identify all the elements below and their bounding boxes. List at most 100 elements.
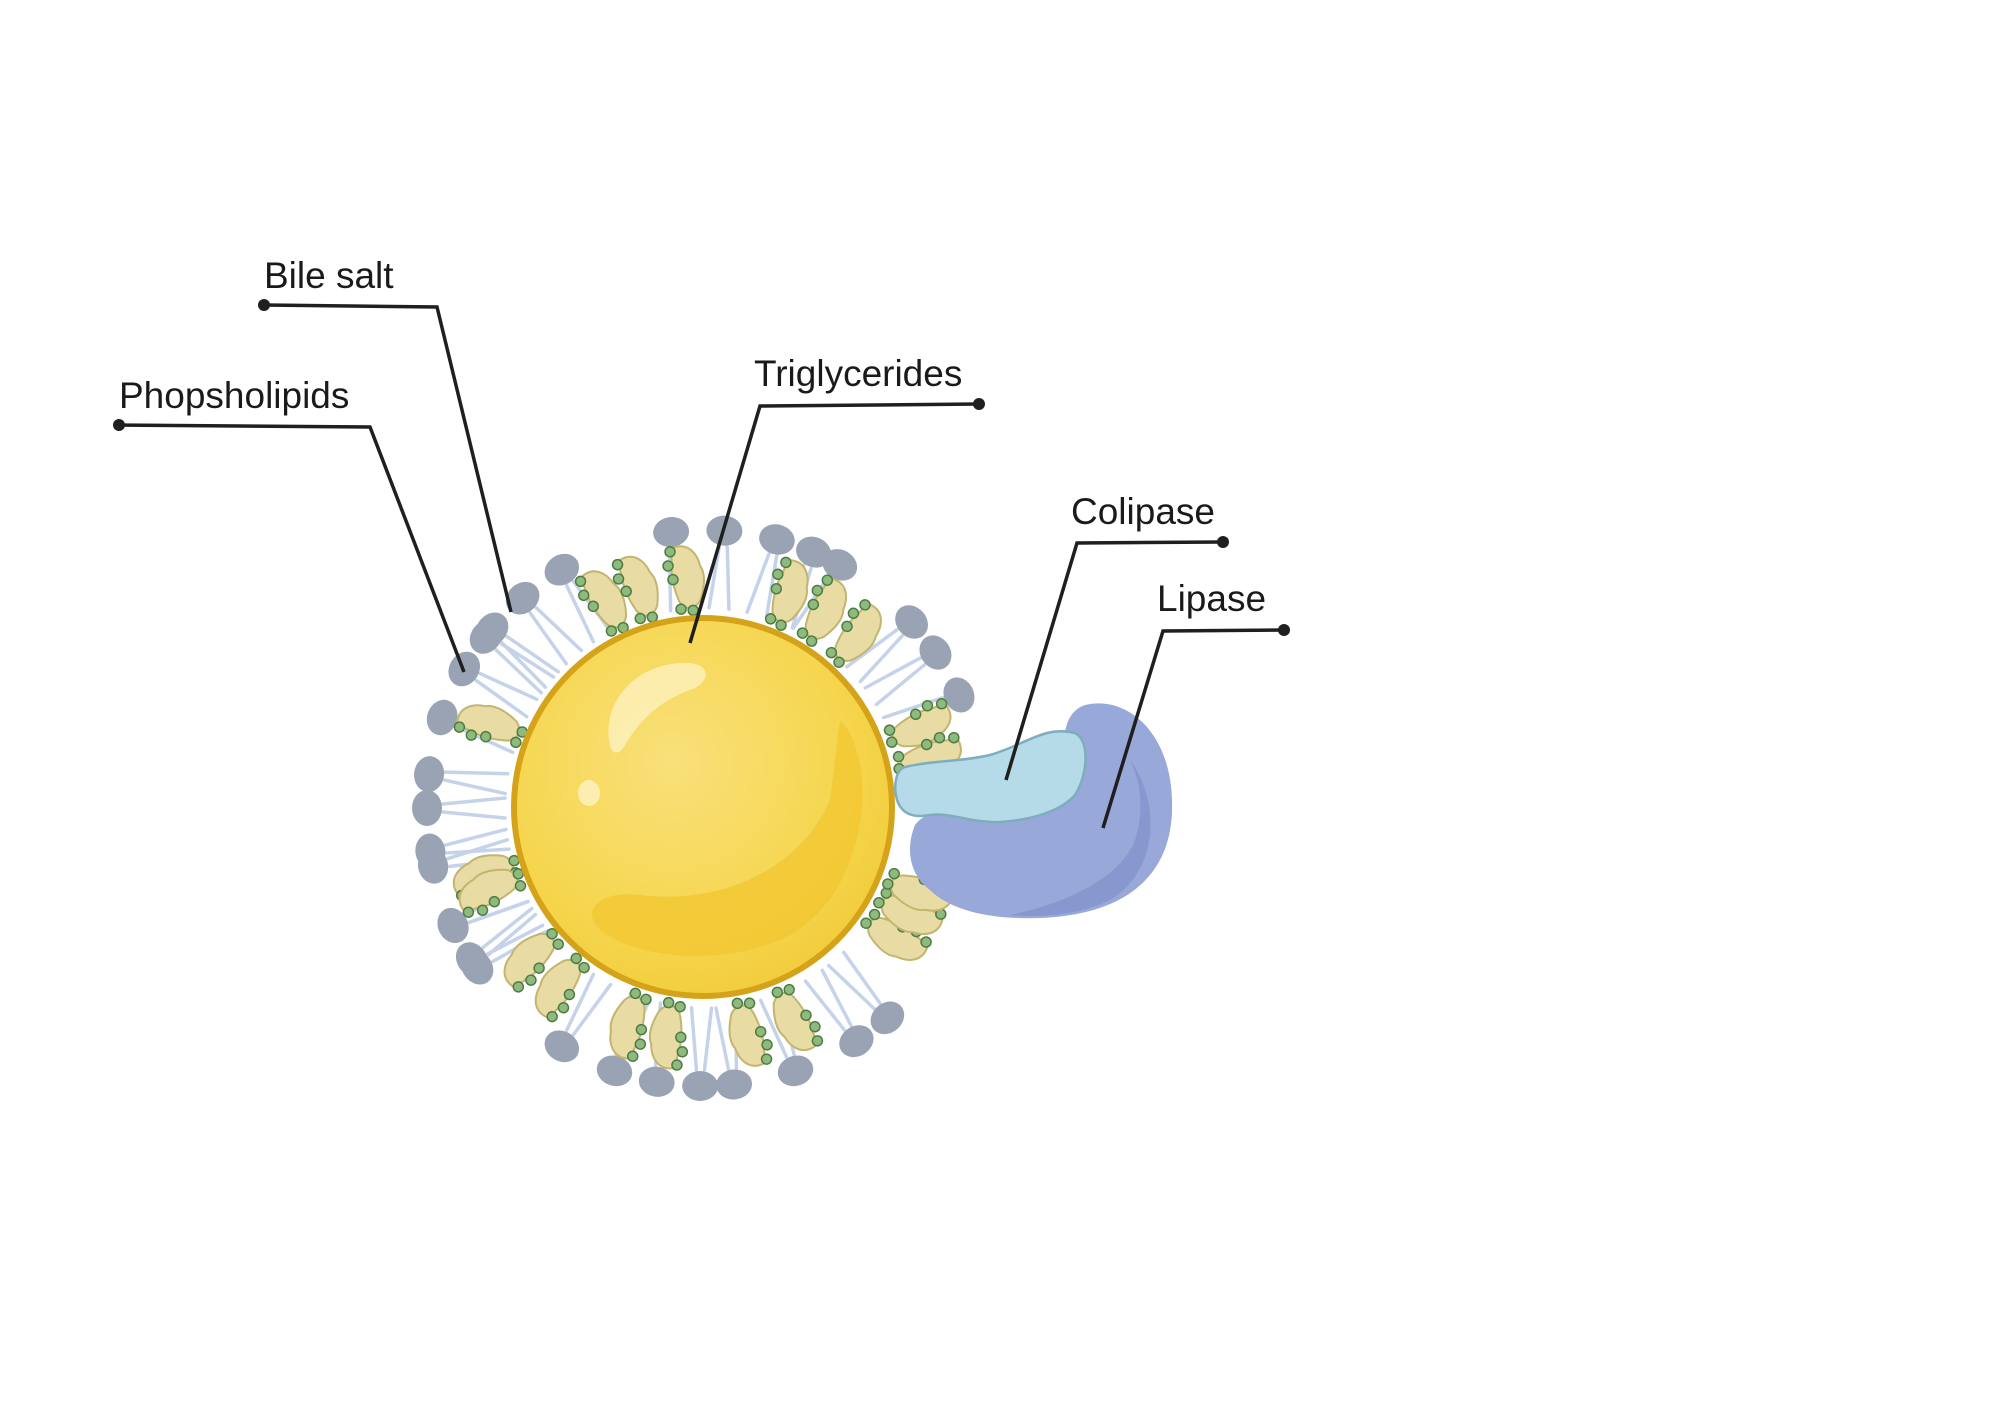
phospholipid-tail [443,770,510,776]
bile-salt-molecule [534,952,590,1023]
phospholipid-tail [803,979,847,1032]
phospholipid-head [943,677,975,713]
bile-salt-bead [667,573,679,586]
bile-salt-bead [674,1000,686,1013]
bile-salt-bead [921,700,934,712]
phospholipid-tail [442,778,508,796]
bile-salt-bead [770,583,783,595]
phospholipid-tail [689,1006,699,1072]
bile-salt-molecule [611,555,659,625]
bile-salt-bead [783,983,795,996]
colipase-label: Colipase [1071,491,1215,532]
bile-salt-bead [883,724,896,736]
triglycerides-leader-dot [973,398,985,410]
bile-salt-bead [465,729,478,741]
phospholipid-head [653,517,690,548]
phospholipid-head [544,553,580,586]
lipase-label: Lipase [1157,578,1266,619]
bile-salt-bead [510,736,522,749]
bile-salt-leader-dot [258,299,270,311]
bile-salt-bead [885,736,898,748]
bile-salt-bead [882,878,894,890]
bile-salt-bead [811,584,824,597]
bile-salt-bead [847,607,860,620]
phospholipid-head [475,612,509,647]
phospholipid-head [461,950,494,985]
bile-salt-molecule [609,987,652,1063]
bile-salt-bead [605,625,618,637]
bile-salt-bead [533,962,545,974]
bile-salt-bead [675,1031,687,1044]
bile-salt-molecule [728,997,773,1067]
phospholipid-tail [707,544,722,610]
phospholipids-label: Phopsholipids [119,375,349,416]
bile-salt-bead [662,996,675,1009]
bile-salt-molecule [796,574,848,647]
bile-salt-bead [868,908,881,921]
bile-salt-bead [764,613,777,625]
phospholipid-head [544,1030,580,1063]
bile-salt-bead [662,560,674,572]
bile-salt-bead [771,986,784,999]
bile-salt-bead [626,1050,639,1063]
phospholipid-head [822,549,858,581]
phospholipid-tail [745,552,771,614]
phospholipid-tail [443,827,508,847]
bile-salt-bead [612,573,625,585]
bile-salt-molecule [458,868,527,918]
phospholipid-tail [441,796,507,806]
phospholipid-tail [820,968,853,1028]
bile-salt-bead [892,750,905,763]
bile-salt-bead [796,627,809,639]
bile-salt-bead [570,952,582,965]
bile-salt-bead [675,603,687,615]
bile-salt-bead [635,1023,648,1036]
phospholipid-tail [441,810,507,820]
phospholipid-head [596,1055,633,1087]
bile-salt-bead [800,1009,812,1022]
bile-salt-bead [611,558,624,571]
bile-salt-bead [920,738,933,751]
phospholipid-tail [564,583,596,644]
phospholipid-head [682,1070,719,1101]
bile-salt-bead [809,1020,821,1033]
bile-salt-bead [462,906,475,918]
phospholipid-tail [758,998,789,1059]
bile-salt-bead [676,1046,689,1058]
bile-salt-bead [574,575,587,588]
bile-salt-bead [833,656,845,668]
colipase-leader-dot [1217,536,1229,548]
bile-salt-bead [546,927,558,940]
phospholipid-tail [725,545,731,611]
bile-salt-molecule [574,570,629,637]
phospholipid-head [412,790,442,826]
phospholipid-tail [499,640,548,689]
triglycerides-label: Triglycerides [754,353,962,394]
phospholipid-head [759,524,795,555]
phospholipid-head [839,1025,874,1058]
bile-salt-bead [760,1053,773,1065]
bile-salt-bead [920,936,932,948]
bile-salt-bead [860,917,872,929]
bile-salt-bead [512,981,525,993]
bile-salt-bead [731,997,744,1010]
bile-salt-molecule [648,996,689,1071]
bile-salt-bead [948,731,960,744]
phospholipid-head [919,635,952,670]
bile-salt-bead [587,600,600,613]
bile-salt-bead [480,730,492,743]
bile-salt-bead [743,997,756,1009]
phospholipid-head [777,1055,814,1087]
bile-salt-bead [620,585,632,598]
bile-salt-molecule [453,704,528,749]
bile-salt-bead [888,867,900,880]
phospholipid-head [638,1066,675,1097]
bile-salt-bead [664,546,676,558]
bile-salt-bead [841,620,853,633]
phospholipid-tail [863,656,922,690]
phospholipid-head [796,536,832,568]
triglycerides-leader [688,402,980,644]
bile-salt-bead [935,908,947,920]
bile-salt-bead [629,987,642,1000]
